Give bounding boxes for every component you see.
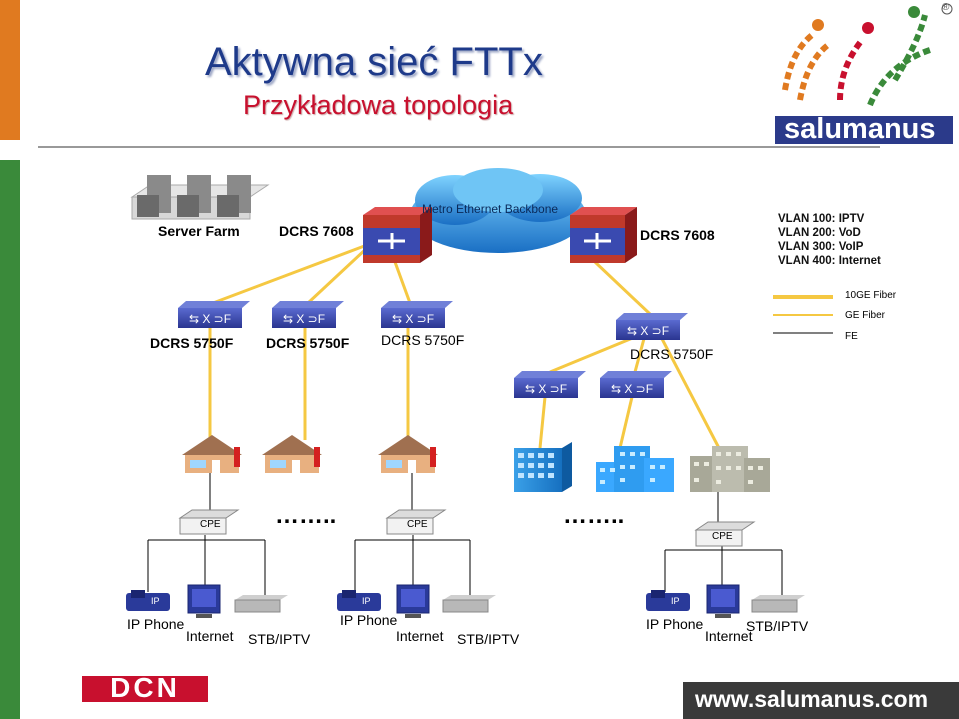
ip-phone-2 — [337, 590, 381, 611]
core-right-label: DCRS 7608 — [640, 227, 715, 243]
vlan-voip: VLAN 300: VoIP — [778, 241, 864, 253]
internet-label-1: Internet — [186, 628, 234, 644]
slide-subtitle: Przykładowa topologia — [243, 90, 514, 120]
core-router-left — [363, 207, 432, 263]
stb-3 — [751, 595, 805, 613]
logo-text: salumanus — [784, 113, 936, 145]
legend-10ge-label: 10GE Fiber — [845, 290, 897, 301]
stb-2 — [442, 595, 496, 613]
stb-label-1: STB/IPTV — [248, 631, 311, 647]
ip-tag-3: IP — [671, 596, 680, 606]
cpe-label-2: CPE — [407, 519, 428, 530]
ip-phone-label-1: IP Phone — [127, 616, 185, 632]
footer-url-bar — [683, 682, 959, 719]
legend-ge-label: GE Fiber — [845, 310, 886, 321]
office-building-2 — [596, 446, 674, 492]
ip-phone-label-3: IP Phone — [646, 616, 704, 632]
cpe-label-1: CPE — [200, 519, 221, 530]
switch-1: ⇆ X ⊃F — [178, 301, 250, 328]
svg-text:⇆ X ⊃F: ⇆ X ⊃F — [525, 382, 567, 396]
stb-label-3: STB/IPTV — [746, 618, 809, 634]
registered-mark: ® — [942, 2, 950, 13]
ellipsis-2: …….. — [563, 502, 625, 529]
internet-label-3: Internet — [705, 628, 753, 644]
ip-phone-3 — [646, 590, 690, 611]
pc-3 — [706, 584, 740, 618]
slide-title: Aktywna sieć FTTx — [205, 40, 543, 84]
svg-text:⇆ X ⊃F: ⇆ X ⊃F — [189, 312, 231, 326]
switch-label-3: DCRS 5750F — [381, 332, 465, 348]
fiber-links — [208, 243, 722, 451]
dcn-brand: DCN — [110, 672, 180, 703]
core-left-label: DCRS 7608 — [279, 223, 354, 239]
switch-6: ⇆ X ⊃F — [600, 371, 672, 398]
house-2 — [262, 435, 322, 473]
salumanus-logo-figures — [782, 6, 931, 107]
switch-3: ⇆ X ⊃F — [381, 301, 453, 328]
cpe-box-1 — [178, 509, 240, 535]
core-router-right — [570, 207, 637, 263]
ip-phone-1 — [126, 590, 170, 611]
footer-url: www.salumanus.com — [695, 686, 929, 712]
switch-2: ⇆ X ⊃F — [272, 301, 344, 328]
svg-text:⇆ X ⊃F: ⇆ X ⊃F — [392, 312, 434, 326]
switch-label-4: DCRS 5750F — [630, 346, 714, 362]
ip-phone-label-2: IP Phone — [340, 612, 398, 628]
internet-label-2: Internet — [396, 628, 444, 644]
stb-1 — [234, 595, 288, 613]
switch-5: ⇆ X ⊃F — [514, 371, 586, 398]
svg-text:⇆ X ⊃F: ⇆ X ⊃F — [283, 312, 325, 326]
stb-label-2: STB/IPTV — [457, 631, 520, 647]
ip-tag-1: IP — [151, 596, 160, 606]
metro-ethernet-cloud — [410, 168, 586, 253]
fe-links — [147, 472, 783, 598]
svg-text:⇆ X ⊃F: ⇆ X ⊃F — [627, 324, 669, 338]
switch-label-2: DCRS 5750F — [266, 335, 350, 351]
server-farm-label: Server Farm — [158, 223, 240, 239]
vlan-internet: VLAN 400: Internet — [778, 255, 881, 267]
logo-banner — [775, 116, 953, 144]
office-building-1 — [514, 442, 572, 492]
office-building-3 — [690, 446, 770, 492]
dcn-logo-mark — [82, 676, 208, 702]
ellipsis-1: …….. — [275, 502, 337, 529]
ip-tag-2: IP — [362, 596, 371, 606]
switch-4: ⇆ X ⊃F — [616, 313, 688, 340]
cpe-box-2 — [385, 509, 447, 535]
switch-label-1: DCRS 5750F — [150, 335, 234, 351]
legend-fe-label: FE — [845, 331, 858, 342]
svg-text:⇆ X ⊃F: ⇆ X ⊃F — [611, 382, 653, 396]
side-bar-orange — [0, 0, 20, 140]
server-farm — [130, 175, 270, 220]
cpe-label-3: CPE — [712, 531, 733, 542]
house-1 — [182, 435, 242, 473]
pc-2 — [396, 584, 430, 618]
side-bar-green — [0, 160, 20, 719]
vlan-vod: VLAN 200: VoD — [778, 227, 861, 239]
vlan-iptv: VLAN 100: IPTV — [778, 213, 865, 225]
pc-1 — [187, 584, 221, 618]
cpe-box-3 — [694, 521, 756, 547]
house-3 — [378, 435, 438, 473]
cloud-label: Metro Ethernet Backbone — [422, 202, 559, 216]
